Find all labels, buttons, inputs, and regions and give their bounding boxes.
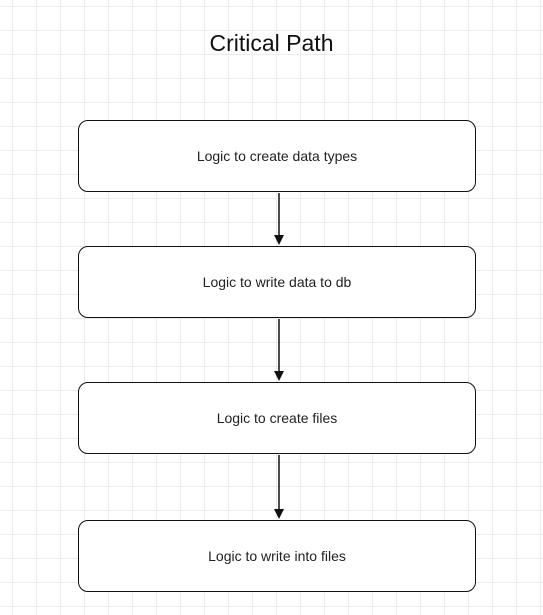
- flow-node-label: Logic to write into files: [208, 548, 346, 564]
- flow-node-write-into-files[interactable]: Logic to write into files: [78, 520, 476, 592]
- flow-node-create-data-types[interactable]: Logic to create data types: [78, 120, 476, 192]
- flow-node-label: Logic to create files: [216, 410, 338, 426]
- connector-arrow-2: [274, 319, 284, 381]
- connector-arrow-3: [274, 455, 284, 519]
- connector-arrow-1: [274, 193, 284, 245]
- flow-node-create-files[interactable]: Logic to create files: [78, 382, 476, 454]
- flow-node-label: Logic to write data to db: [202, 274, 352, 290]
- flow-node-label: Logic to create data types: [196, 148, 358, 164]
- diagram-title: Critical Path: [209, 30, 334, 56]
- flow-node-write-data-to-db[interactable]: Logic to write data to db: [78, 246, 476, 318]
